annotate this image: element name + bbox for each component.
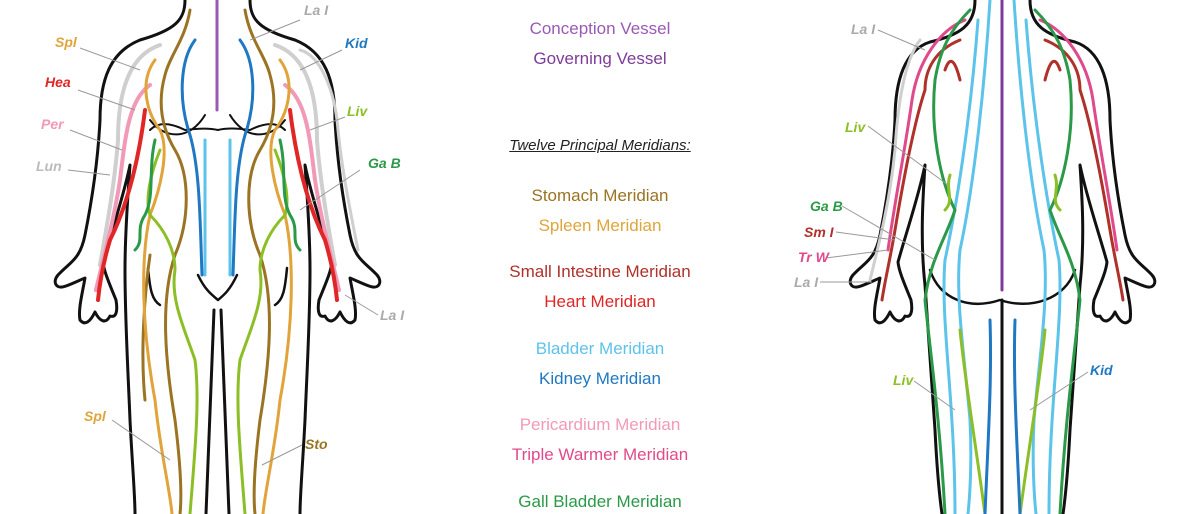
front-label-per: Per (41, 116, 65, 132)
back-triple-warmer-meridian (886, 18, 1119, 252)
front-kidney-meridian (180, 38, 255, 277)
front-label-la-i-hand: La I (380, 307, 405, 323)
back-leader-lines (820, 29, 1089, 411)
front-leader-lines (67, 19, 379, 466)
legend-spleen: Spleen Meridian (538, 216, 662, 235)
back-label-liv-upper: Liv (845, 119, 866, 135)
back-label-sm-i: Sm I (804, 224, 835, 240)
back-gall-bladder-meridian (923, 8, 1082, 514)
front-bladder-meridian (203, 138, 232, 277)
back-label-ga-b: Ga B (810, 198, 843, 214)
legend-stomach: Stomach Meridian (531, 186, 669, 205)
back-bladder-meridian (942, 0, 1062, 514)
front-liver-meridian (146, 148, 289, 514)
legend-pericardium: Pericardium Meridian (519, 415, 681, 434)
legend-gall-bladder: Gall Bladder Meridian (518, 492, 682, 511)
front-torso-contours (149, 114, 286, 136)
front-label-spl-upper: Spl (55, 34, 78, 50)
back-body-figure (848, 0, 1157, 514)
front-label-ga-b: Ga B (368, 155, 401, 171)
legend-small-intestine: Small Intestine Meridian (509, 262, 691, 281)
front-label-liv: Liv (347, 103, 368, 119)
front-label-kid: Kid (345, 35, 368, 51)
front-label-la-i-top: La I (304, 2, 329, 18)
legend-heading-text: Twelve Principal Meridians: (509, 137, 691, 154)
legend-kidney: Kidney Meridian (539, 369, 661, 388)
back-label-liv-lower: Liv (893, 372, 914, 388)
front-label-hea: Hea (45, 74, 71, 90)
back-label-la-i-top: La I (851, 21, 876, 37)
legend-bladder: Bladder Meridian (535, 339, 665, 358)
front-pericardium-meridian (94, 83, 341, 292)
back-label-kid: Kid (1090, 362, 1113, 378)
legend-governing-vessel: Governing Vessel (533, 49, 667, 68)
front-gall-bladder-meridian (133, 138, 302, 252)
back-liver-meridian (943, 173, 1062, 514)
front-label-lun: Lun (36, 158, 62, 174)
front-label-spl-lower: Spl (84, 408, 107, 424)
back-kidney-meridian (983, 318, 1022, 514)
legend-heading: Twelve Principal Meridians: (440, 137, 760, 154)
back-label-la-i: La I (794, 274, 819, 290)
back-small-intestine-meridian (880, 38, 1125, 302)
front-body-figure (53, 0, 382, 514)
front-large-intestine-meridian (298, 48, 360, 252)
legend-conception-vessel: Conception Vessel (529, 19, 671, 38)
legend-triple-warmer: Triple Warmer Meridian (511, 445, 689, 464)
front-labels: La I Spl Kid Hea Liv Per Ga B Lun La I S… (36, 2, 405, 452)
back-label-tr-w: Tr W (798, 249, 831, 265)
front-body-outline (53, 0, 382, 514)
back-large-intestine-meridian (868, 38, 922, 282)
legend-heart: Heart Meridian (544, 292, 656, 311)
front-heart-meridian (96, 108, 339, 302)
front-label-sto: Sto (305, 436, 328, 452)
back-body-outline (848, 0, 1157, 514)
front-spleen-meridian (142, 58, 293, 514)
back-labels: La I Liv Ga B Sm I Tr W La I Liv Kid (794, 21, 1113, 388)
front-lung-meridian (98, 43, 337, 267)
